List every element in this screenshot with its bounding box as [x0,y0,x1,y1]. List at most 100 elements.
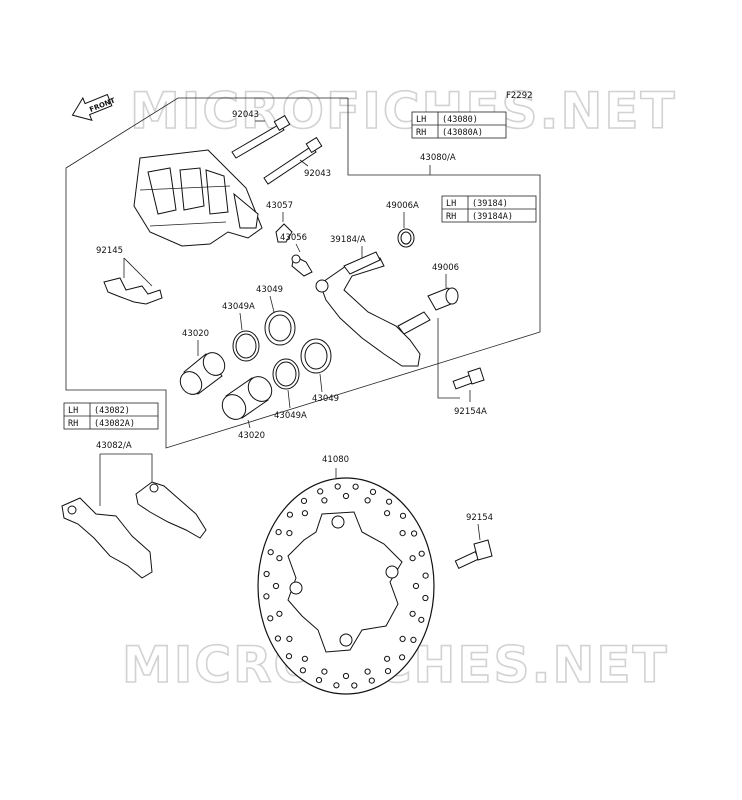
disc-vent-hole [399,512,407,519]
disc-vent-hole [418,616,425,623]
disc-vent-hole [364,497,371,504]
seal-43049-upper [264,310,296,346]
seal-43049A-lower [272,358,300,390]
piston-43020-lower [221,376,273,420]
table-bracket-side-rh: RH [446,212,456,222]
part-label-43056: 43056 [280,233,307,243]
pad-spring-92145 [103,257,163,305]
watermark-top: MICROFICHES.NET [130,82,677,140]
part-label-41080: 41080 [322,455,349,465]
disc-vent-hole [334,483,341,490]
part-label-43049b: 43049 [312,394,339,404]
disc-vent-hole [422,594,429,602]
disc-vent-hole [386,498,393,505]
part-label-39184A: 39184/A [330,235,366,245]
disc-vent-hole [399,635,406,643]
table-caliper-lh-rh: LH (43080) RH (43080A) [411,111,507,139]
disc-vent-hole [299,667,306,674]
part-label-49006: 49006 [432,263,459,273]
table-bracket-side-lh: LH [446,199,456,209]
disc-vent-hole [409,610,416,617]
brake-pad-right [135,481,207,539]
caliper-body [133,149,263,247]
disc-vent-hole [409,555,416,562]
disc-vent-hole [263,593,270,600]
part-label-92145: 92145 [96,246,123,256]
bushing-49006 [427,287,459,311]
front-arrow-icon: FRONT [71,93,116,121]
pin-92043-upper [231,114,291,159]
bleeder-43056 [291,254,313,277]
table-pads-side-rh: RH [68,419,78,429]
disc-vent-hole [276,610,283,617]
part-label-43049Ab: 43049A [274,411,307,421]
disc-vent-hole [267,615,274,622]
disc-vent-hole [333,682,340,689]
disc-vent-hole [274,635,281,642]
figure-code: F2292 [506,91,533,101]
part-label-49006A: 49006A [386,201,419,211]
part-label-92043a: 92043 [232,110,259,120]
disc-vent-hole [418,550,425,557]
table-pads-side-lh: LH [68,406,78,416]
disc-vent-hole [286,635,293,643]
part-label-92043b: 92043 [304,169,331,179]
pin-92043-lower [263,136,323,185]
table-pads-lh-rh: LH (43082) RH (43082A) [63,402,159,430]
disc-vent-hole [399,654,406,661]
seal-43049A-upper [232,330,260,362]
bolt-92154 [454,539,493,569]
disc-vent-hole [351,682,358,689]
disc-vent-hole [384,510,391,517]
disc-vent-hole [267,549,274,556]
part-label-43020a: 43020 [182,329,209,339]
table-pads-part-lh: (43082) [94,406,130,416]
disc-vent-hole [422,572,429,579]
disc-vent-hole [301,510,308,517]
part-label-43057: 43057 [266,201,293,211]
boot-49006A [397,228,415,248]
disc-vent-hole [286,511,293,518]
disc-vent-hole [276,555,283,562]
disc-vent-hole [321,497,328,504]
table-caliper-part-lh: (43080) [442,115,478,125]
table-caliper-part-rh: (43080A) [442,128,483,138]
brake-disc-41080 [257,477,435,695]
disc-vent-hole [286,530,293,537]
part-label-92154: 92154 [466,513,493,523]
disc-vent-hole [364,668,371,675]
seal-43049-lower [300,338,332,374]
disc-vent-hole [275,529,282,536]
caliper-assembly-frame [65,97,541,449]
disc-vent-hole [412,582,420,590]
disc-vent-hole [384,655,391,662]
disc-vent-hole [342,492,350,500]
piston-43020-upper [179,352,226,395]
disc-vent-hole [263,570,270,578]
table-bracket-part-lh: (39184) [472,199,508,209]
part-label-43020b: 43020 [238,431,265,441]
disc-vent-hole [369,488,377,495]
disc-vent-hole [368,677,375,684]
disc-vent-hole [321,668,328,675]
part-label-43049Aa: 43049A [222,302,255,312]
clip-43057 [275,223,293,243]
disc-vent-hole [272,582,280,590]
disc-vent-hole [352,483,359,490]
disc-vent-hole [410,636,417,644]
disc-vent-hole [317,488,324,495]
disc-vent-hole [285,653,293,660]
part-label-43080A: 43080/A [420,153,456,163]
caliper-bracket-39184 [315,251,431,367]
table-pads-part-rh: (43082A) [94,419,135,429]
table-caliper-side-lh: LH [416,115,426,125]
brake-pad-left [61,497,153,579]
disc-vent-hole [315,677,323,684]
table-bracket-part-rh: (39184A) [472,212,513,222]
bolt-92154A [452,367,485,390]
part-label-92154A: 92154A [454,407,487,417]
disc-vent-hole [411,530,418,537]
disc-vent-hole [300,497,308,504]
disc-vent-hole [384,668,392,675]
